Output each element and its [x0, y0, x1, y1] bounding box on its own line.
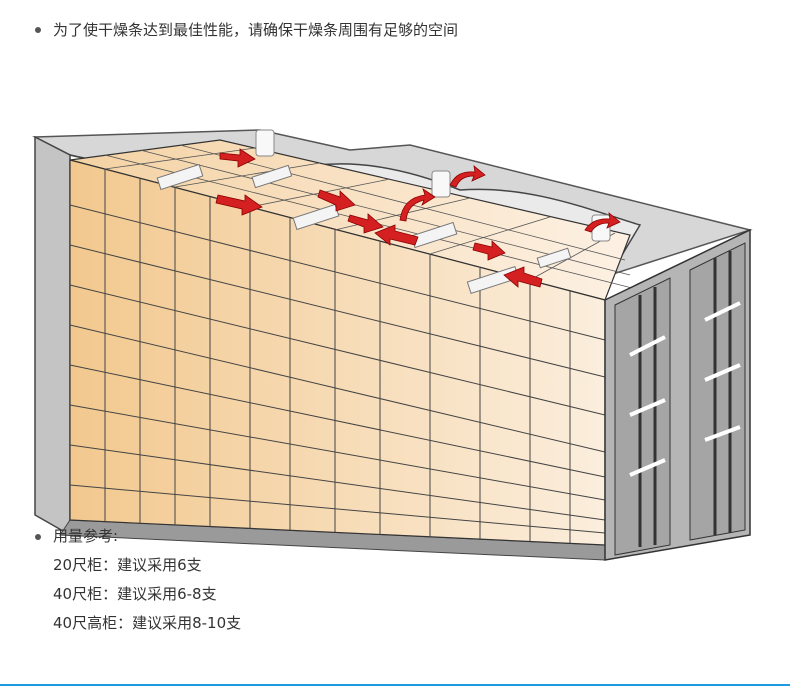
top-note-text: 为了使干燥条达到最佳性能，请确保干燥条周围有足够的空间 [53, 21, 459, 39]
container-left-frame [34, 135, 71, 537]
bullet-dot-icon [35, 533, 41, 540]
top-note: 为了使干燥条达到最佳性能，请确保干燥条周围有足够的空间 [35, 19, 458, 40]
door-left [614, 277, 671, 556]
bottom-divider [0, 684, 790, 686]
usage-line-40ft-hc: 40尺高柜：建议采用8-10支 [53, 614, 242, 632]
usage-heading: 用量参考: [53, 527, 119, 545]
airflow-arrow-icon [215, 148, 621, 288]
usage-line-20ft: 20尺柜：建议采用6支 [53, 556, 202, 574]
usage-line-40ft: 40尺柜：建议采用6-8支 [53, 585, 217, 603]
door-right [689, 242, 746, 541]
usage-section: 用量参考: 20尺柜：建议采用6支 40尺柜：建议采用6-8支 40尺高柜：建议… [35, 522, 241, 638]
bullet-dot-icon [35, 26, 41, 33]
usage-heading-row: 用量参考: [35, 522, 241, 551]
door-lock-bars [638, 251, 732, 547]
container-illustration [32, 129, 753, 561]
door-straps [629, 301, 741, 477]
cargo-grid [69, 169, 606, 543]
